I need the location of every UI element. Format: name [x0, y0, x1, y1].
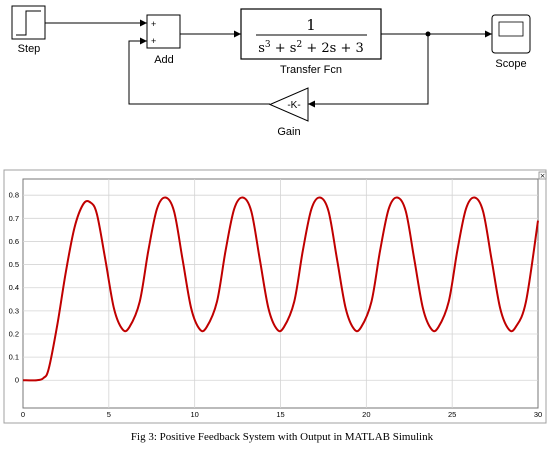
signal-lines — [45, 19, 492, 108]
scope-icon — [498, 21, 524, 37]
line-feedback-to-gain — [308, 34, 429, 108]
y-tick-label: 0.2 — [9, 329, 19, 338]
step-block[interactable] — [11, 5, 46, 40]
corner-button[interactable]: × — [538, 171, 547, 180]
x-tick-label: 5 — [107, 410, 111, 419]
y-tick-label: 0.5 — [9, 260, 19, 269]
y-tick-label: 0 — [15, 376, 19, 385]
y-tick-label: 0.4 — [9, 283, 19, 292]
x-tick-label: 20 — [362, 410, 370, 419]
branch-point — [425, 31, 431, 37]
block-diagram: Step + + Add 1 s3 + s2 + 2s + 3 Transfer… — [11, 5, 531, 138]
y-tick-label: 0.6 — [9, 237, 19, 246]
add-sign-top: + — [151, 19, 156, 29]
x-tick-label: 10 — [190, 410, 198, 419]
plot-ticks: 0 5 10 15 20 25 30 0 0.1 0.2 0.3 0.4 0.5 0.6 0.7 0.8 — [9, 191, 543, 419]
scope-label: Scope — [495, 58, 526, 70]
plot-series — [22, 196, 539, 382]
step-icon — [16, 10, 41, 36]
scope-plot: × 0 5 10 15 20 25 30 0 0.1 0.2 0.3 0.4 0.5 0.6 0.7 0.8 — [3, 169, 547, 424]
expand-icon: × — [540, 172, 546, 180]
add-sign-bottom: + — [151, 36, 156, 46]
transfer-fcn-label: Transfer Fcn — [280, 64, 342, 76]
gain-value: -K- — [287, 100, 300, 111]
y-tick-label: 0.8 — [9, 191, 19, 200]
transfer-fcn-block[interactable] — [240, 8, 382, 60]
x-tick-label: 30 — [534, 410, 542, 419]
gain-label: Gain — [277, 126, 300, 138]
scope-block[interactable] — [491, 14, 531, 54]
x-tick-label: 25 — [448, 410, 456, 419]
y-tick-label: 0.1 — [9, 353, 19, 362]
figure-caption: Fig 3: Positive Feedback System with Out… — [131, 431, 434, 443]
y-tick-label: 0.3 — [9, 306, 19, 315]
tf-denominator: s3 + s2 + 2s + 3 — [258, 40, 364, 56]
x-tick-label: 0 — [21, 410, 25, 419]
x-tick-label: 15 — [276, 410, 284, 419]
step-label: Step — [18, 43, 41, 55]
series-line-0 — [22, 196, 539, 382]
line-gain-to-add — [128, 37, 270, 105]
y-tick-label: 0.7 — [9, 214, 19, 223]
add-block[interactable] — [146, 14, 181, 49]
tf-numerator: 1 — [306, 16, 316, 34]
add-label: Add — [154, 54, 174, 66]
